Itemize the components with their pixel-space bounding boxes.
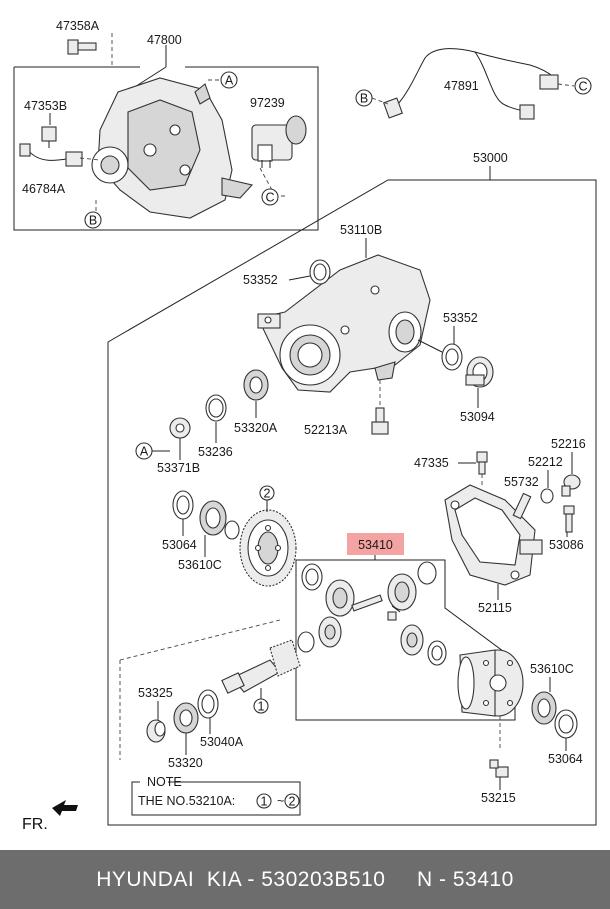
label-53352: 53352 <box>443 311 478 325</box>
bolt-47358A <box>67 39 97 55</box>
drive-pinion <box>119 619 301 760</box>
harness-46784A <box>19 143 101 167</box>
front-direction-indicator: FR. <box>22 800 78 833</box>
svg-text:2: 2 <box>264 487 271 501</box>
wiring-harness-47891: 47891 B C <box>355 48 592 120</box>
marker-c: C <box>574 77 592 95</box>
carrier-housing-53110B <box>257 254 431 393</box>
bearing-53320 <box>173 702 199 734</box>
note-separator: ~ <box>277 794 284 808</box>
seal-53352 <box>309 259 331 285</box>
label-47353B: 47353B <box>24 99 67 113</box>
label-47358A: 47358A <box>56 19 100 33</box>
label-53610C: 53610C <box>530 662 574 676</box>
ring-gear <box>239 509 297 587</box>
bearing-53610C <box>531 691 557 725</box>
part-number-text: HYUNDAI KIA - 530203B510 N - 53410 <box>96 867 514 891</box>
svg-text:B: B <box>89 214 97 228</box>
label-53215: 53215 <box>481 791 516 805</box>
label-53325: 53325 <box>138 686 173 700</box>
svg-text:C: C <box>265 191 274 205</box>
marker-b: B <box>84 211 102 229</box>
label-53320A: 53320A <box>234 421 278 435</box>
fr-label: FR. <box>22 816 48 833</box>
differential-gear-kit-53410: 53410 <box>295 533 516 721</box>
label-53236: 53236 <box>198 445 233 459</box>
bolt-52216 <box>561 474 581 497</box>
ref-callout-2: 2 <box>259 485 275 512</box>
highlight-53410 <box>347 533 404 555</box>
label-53410: 53410 <box>358 538 393 552</box>
marker-a: A <box>220 71 238 89</box>
exploded-parts-diagram: 47358A 47800 47353B 97239 46784A A B C 4… <box>13 19 597 833</box>
svg-text:A: A <box>140 445 149 459</box>
pin-55732 <box>512 492 532 520</box>
svg-text:C: C <box>578 80 587 94</box>
label-53610C: 53610C <box>178 558 222 572</box>
marker-b: B <box>355 89 373 107</box>
bearing-53610C <box>199 500 240 540</box>
note-box: NOTE THE NO.53210A: 1 ~ 2 <box>131 775 301 816</box>
label-53352: 53352 <box>243 273 278 287</box>
label-52213A: 52213A <box>304 423 348 437</box>
label-52212: 52212 <box>528 455 563 469</box>
actuator-97239 <box>251 115 307 191</box>
label-55732: 55732 <box>504 475 539 489</box>
label-53040A: 53040A <box>200 735 244 749</box>
label-53064: 53064 <box>548 752 583 766</box>
bearing-53320A <box>243 369 269 401</box>
washer-52212 <box>540 488 554 504</box>
label-46784A: 46784A <box>22 182 66 196</box>
svg-text:1: 1 <box>258 700 265 714</box>
label-53110B: 53110B <box>340 223 382 237</box>
plug-47335 <box>476 451 488 488</box>
seal-53352 <box>417 339 463 371</box>
label-53064: 53064 <box>162 538 197 552</box>
differential-case <box>457 649 524 748</box>
label-53094: 53094 <box>460 410 495 424</box>
front-arrow-icon <box>52 800 78 816</box>
differential-assembly-53000: 53000 53110B 53352 <box>107 151 597 826</box>
bolt-52213A <box>371 380 389 435</box>
label-53320: 53320 <box>168 756 203 770</box>
label-52216: 52216 <box>551 437 586 451</box>
note-prefix: THE NO.53210A: <box>138 794 235 808</box>
flange-53094 <box>465 356 494 388</box>
transfer-case-47800 <box>91 77 254 219</box>
nut-53371B <box>169 417 191 439</box>
oil-seal-53064 <box>172 490 194 520</box>
top-left-assembly: 47358A 47800 47353B 97239 46784A A B C <box>13 19 319 231</box>
spacer-53040A <box>197 689 219 719</box>
oil-seal-53064 <box>554 709 578 739</box>
label-47800: 47800 <box>147 33 182 47</box>
label-52115: 52115 <box>478 601 512 615</box>
ref-callout-1: 1 <box>253 688 269 714</box>
marker-c: C <box>261 188 279 206</box>
label-47891: 47891 <box>444 79 479 93</box>
note-ref-from: 1 <box>261 795 268 809</box>
note-title: NOTE <box>147 775 182 789</box>
svg-text:B: B <box>360 92 368 106</box>
part-number-banner: HYUNDAI KIA - 530203B510 N - 53410 <box>0 850 610 909</box>
label-47335: 47335 <box>414 456 449 470</box>
label-53000: 53000 <box>473 151 508 165</box>
label-53086: 53086 <box>549 538 584 552</box>
sensor-47353B <box>41 126 57 148</box>
collar-53325 <box>146 719 166 743</box>
label-97239: 97239 <box>250 96 285 110</box>
svg-text:A: A <box>225 74 234 88</box>
label-53371B: 53371B <box>157 461 200 475</box>
marker-a: A <box>135 442 153 460</box>
cover-52115 <box>444 484 543 586</box>
bolt-53215 <box>489 759 509 778</box>
bolt-53086 <box>563 505 575 533</box>
shim-53236 <box>205 394 227 422</box>
note-ref-to: 2 <box>289 795 296 809</box>
